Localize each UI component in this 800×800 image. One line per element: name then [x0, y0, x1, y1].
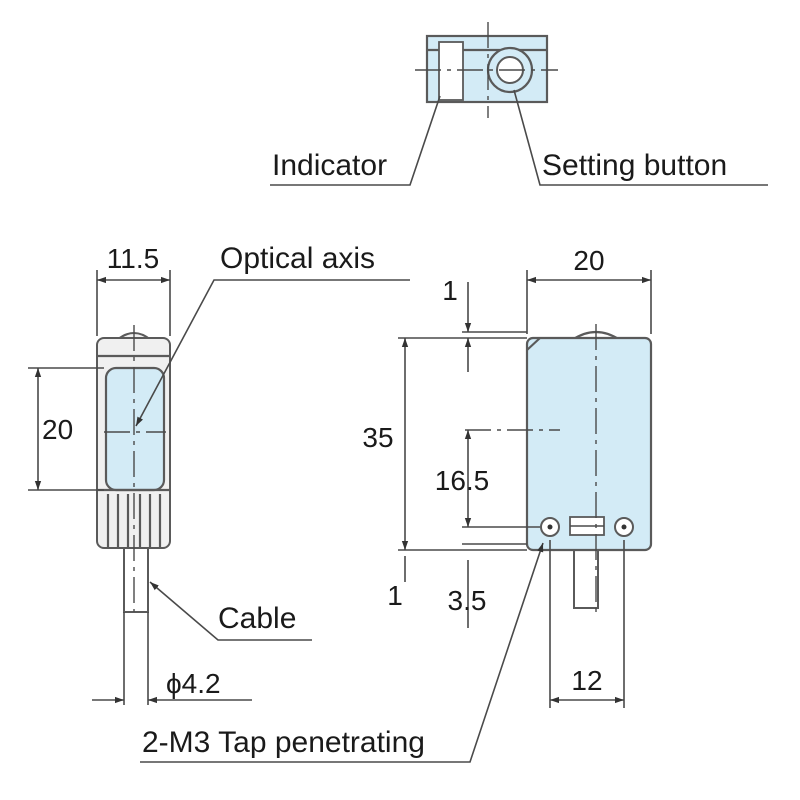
dim-bottom-offset: 1 [387, 580, 403, 611]
dim-hole-spacing: 12 [571, 665, 602, 696]
cable-label: Cable [218, 602, 296, 635]
setting-button-label: Setting button [542, 149, 727, 182]
indicator-window [438, 41, 464, 101]
dim-cable-diameter: ϕ4.2 [166, 668, 221, 699]
side-cable-fins [106, 494, 162, 548]
side-view: 11.5 20 Optical axis Cable ϕ4.2 [28, 242, 410, 705]
front-body [525, 336, 653, 552]
side-cable [123, 547, 149, 613]
tap-label: 2-M3 Tap penetrating [142, 726, 425, 759]
side-lens [104, 366, 166, 492]
top-view: Indicator Setting button [270, 22, 768, 186]
dim-hole-height: 3.5 [448, 585, 487, 616]
dim-side-width: 11.5 [107, 243, 159, 274]
front-cable [573, 549, 599, 609]
indicator-label: Indicator [272, 149, 387, 182]
dim-height: 35 [362, 422, 393, 453]
mounting-holes [540, 516, 634, 537]
optical-axis-label: Optical axis [220, 242, 375, 275]
dim-axis-height: 16.5 [435, 465, 490, 496]
dim-front-width: 20 [573, 245, 604, 276]
dim-side-lens-height: 20 [42, 414, 73, 445]
dim-top-offset: 1 [442, 275, 458, 306]
front-view: 20 1 35 16.5 1 3.5 12 2-M3 Tap penetrati… [140, 245, 653, 763]
